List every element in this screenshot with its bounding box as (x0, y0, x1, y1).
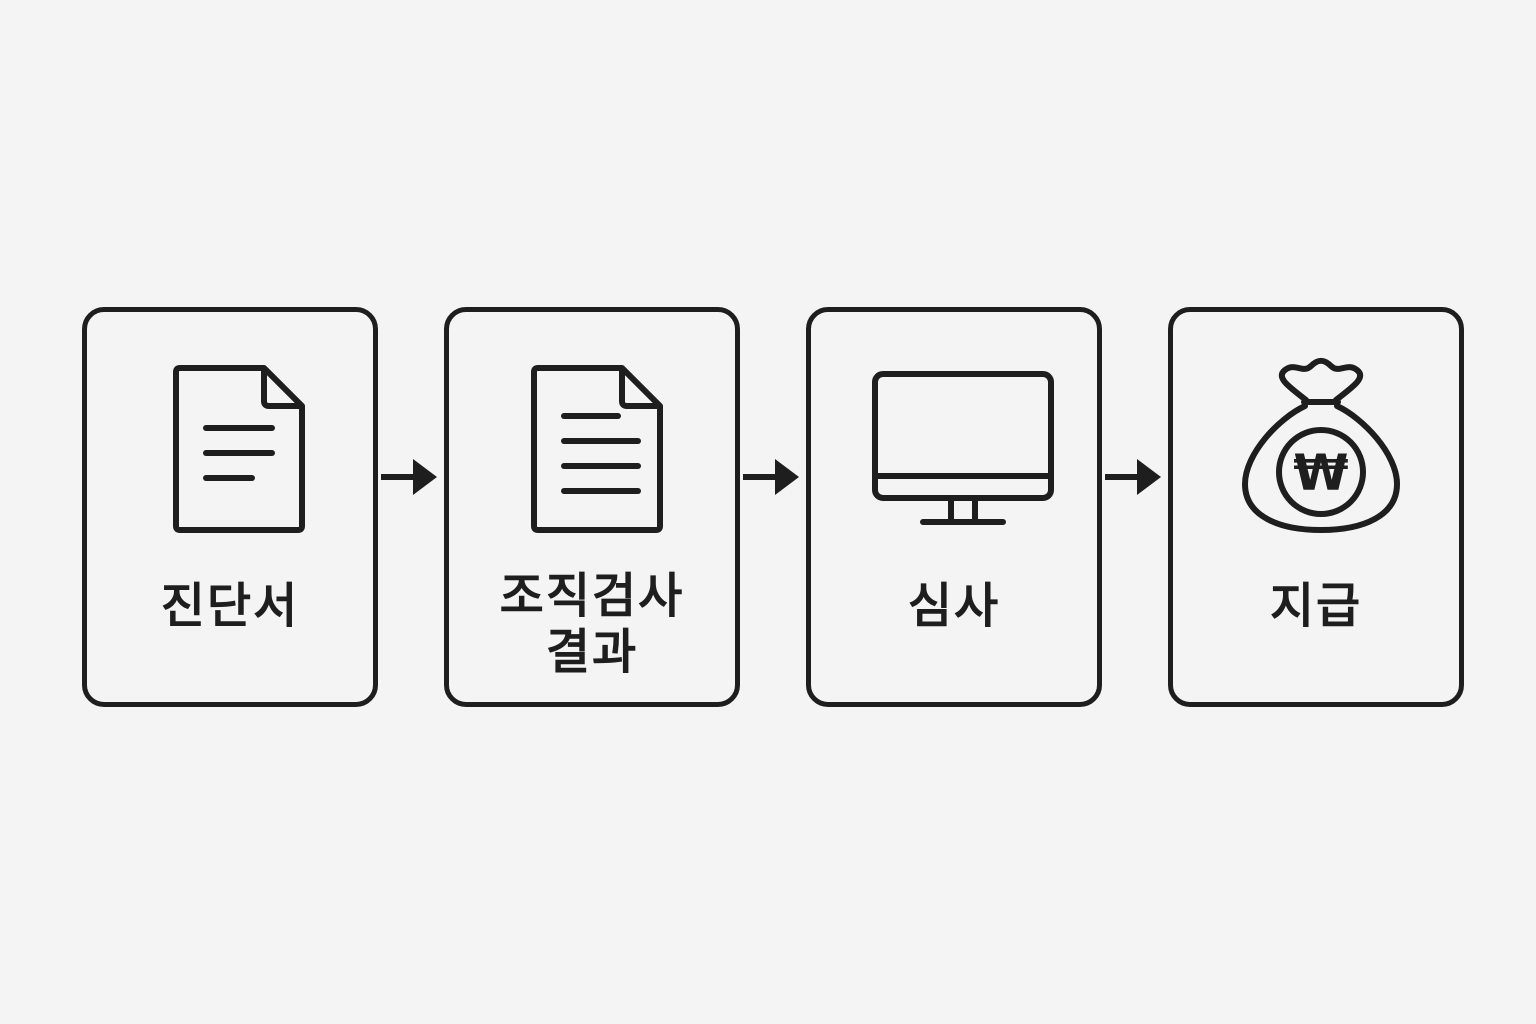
arrow-right-icon (381, 459, 437, 495)
step-label-review: 심사 (907, 578, 1001, 634)
step-label-diagnosis: 진단서 (160, 578, 300, 634)
document-icon (531, 365, 663, 533)
arrow-right-icon (743, 459, 799, 495)
document-icon (173, 365, 305, 533)
step-box-diagnosis: 진단서 (82, 307, 378, 707)
step-box-biopsy-result: 조직검사 결과 (444, 307, 740, 707)
step-label-payment: 지급 (1269, 578, 1363, 634)
step-box-payment: ₩ 지급 (1168, 307, 1464, 707)
arrow-right-icon (1105, 459, 1161, 495)
monitor-icon (872, 371, 1054, 525)
step-label-biopsy-result: 조직검사 결과 (499, 568, 685, 680)
step-box-review: 심사 (806, 307, 1102, 707)
won-symbol: ₩ (1293, 444, 1348, 502)
money-bag-icon: ₩ (1242, 357, 1400, 533)
